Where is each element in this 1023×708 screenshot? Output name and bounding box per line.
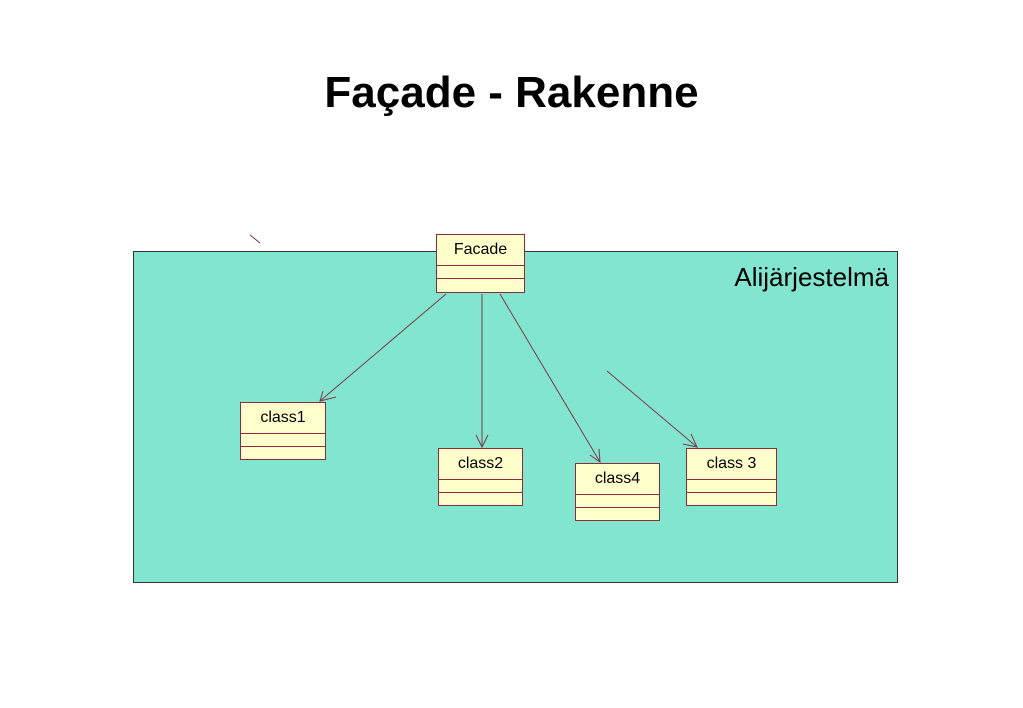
class4-class-name: class4 [576,464,659,495]
class1-class-name: class1 [241,403,325,434]
class3-class-operations [687,493,776,505]
facade-class-name: Facade [437,235,524,266]
arrow-facade-class4 [499,293,601,463]
facade-class-attributes [437,266,524,279]
arrowhead-class2 [475,434,489,449]
class2-class-name: class2 [439,449,522,480]
facade-class[interactable]: Facade [436,234,525,293]
arrow-to-class3 [606,370,698,448]
class1-class[interactable]: class1 [240,402,326,460]
class4-class[interactable]: class4 [575,463,660,521]
class1-class-attributes [241,434,325,447]
arrowhead-class1 [319,390,337,402]
facade-class-operations [437,279,524,292]
class3-class-attributes [687,480,776,493]
class4-class-attributes [576,495,659,508]
class1-class-operations [241,447,325,459]
slide-title: Façade - Rakenne [324,68,699,117]
arrowhead-class3 [682,433,698,448]
subsystem-label: Alijärjestelmä [734,262,889,292]
class2-class-operations [439,493,522,505]
arrowhead-class4 [589,448,601,464]
arrow-facade-class1 [319,293,447,402]
class4-class-operations [576,508,659,520]
class2-class[interactable]: class2 [438,448,523,506]
class3-class[interactable]: class 3 [686,448,777,506]
stray-line [249,234,261,244]
class2-class-attributes [439,480,522,493]
class3-class-name: class 3 [687,449,776,480]
